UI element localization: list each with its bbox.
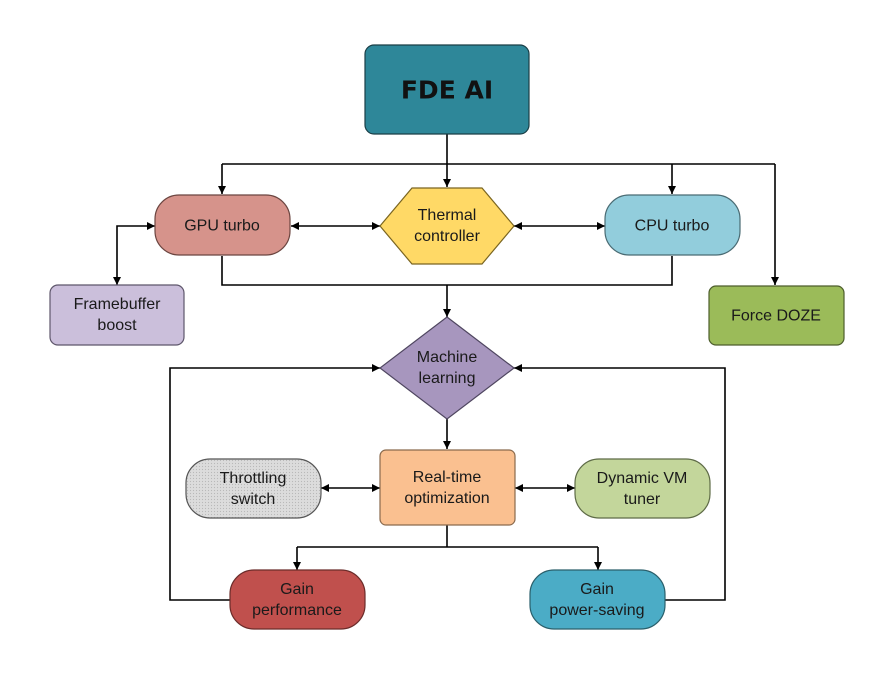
node-shape (529, 569, 666, 630)
node-label: CPU turbo (635, 218, 710, 235)
node-label: Force DOZE (731, 308, 821, 325)
node-throttling-switch: Throttling switch (185, 458, 322, 519)
node-shape (708, 285, 845, 346)
node-force-doze: Force DOZE (708, 285, 845, 346)
node-realtime-optimization: Real-time optimization (379, 449, 516, 526)
node-label: Gain power-saving (549, 581, 644, 619)
node-label: FDE AI (401, 76, 493, 105)
node-label-line: controller (414, 228, 480, 245)
edge-power-saving-feedback (514, 364, 726, 601)
node-label: Real-time optimization (404, 469, 489, 507)
node-thermal-controller: Thermal controller (379, 187, 515, 265)
node-shape (604, 194, 741, 256)
node-label-line: switch (231, 491, 275, 508)
node-label-line: optimization (404, 490, 489, 507)
node-label-line: Throttling (220, 470, 287, 487)
node-label: Gain performance (252, 581, 342, 619)
node-label-line: FDE AI (401, 76, 493, 105)
node-shape (379, 449, 516, 526)
node-shape (379, 187, 515, 265)
node-label-line: Machine (417, 349, 478, 366)
node-shape (229, 569, 366, 630)
edge-gpu-framebuffer (113, 222, 155, 285)
node-label-line: learning (419, 370, 476, 387)
node-label-line: GPU turbo (184, 218, 260, 235)
node-label-line: boost (97, 317, 137, 334)
connectors (113, 134, 779, 601)
node-label: GPU turbo (184, 218, 260, 235)
node-label-line: performance (252, 602, 342, 619)
node-label-line: CPU turbo (635, 218, 710, 235)
node-dynamic-vm-tuner: Dynamic VM tuner (574, 458, 711, 519)
node-gain-performance: Gain performance (229, 569, 366, 630)
node-framebuffer-boost: Framebuffer boost (49, 284, 185, 346)
node-shape (185, 458, 322, 519)
node-gain-power-saving: Gain power-saving (529, 569, 666, 630)
node-cpu-turbo: CPU turbo (604, 194, 741, 256)
node-fde-ai: FDE AI (364, 44, 530, 135)
node-label-line: Gain (280, 581, 314, 598)
node-shape (154, 194, 291, 256)
edge-performance-feedback (169, 364, 380, 601)
node-machine-learning: Machine learning (379, 316, 515, 420)
node-label-line: Dynamic VM (597, 470, 688, 487)
node-gpu-turbo: GPU turbo (154, 194, 291, 256)
node-label: Throttling switch (220, 470, 287, 508)
node-label: Framebuffer boost (74, 296, 162, 334)
node-shape (574, 458, 711, 519)
node-shape (49, 284, 185, 346)
node-label-line: Force DOZE (731, 308, 821, 325)
node-label-line: Thermal (418, 207, 477, 224)
node-label: Machine learning (417, 349, 478, 387)
node-label: Thermal controller (414, 207, 480, 245)
node-label: Dynamic VM tuner (597, 470, 688, 508)
node-label-line: Real-time (413, 469, 482, 486)
node-label-line: Gain (580, 581, 614, 598)
node-shape (379, 316, 515, 420)
node-label-line: tuner (624, 491, 661, 508)
node-label-line: power-saving (549, 602, 644, 619)
node-shape (364, 44, 530, 135)
node-label-line: Framebuffer (74, 296, 162, 313)
